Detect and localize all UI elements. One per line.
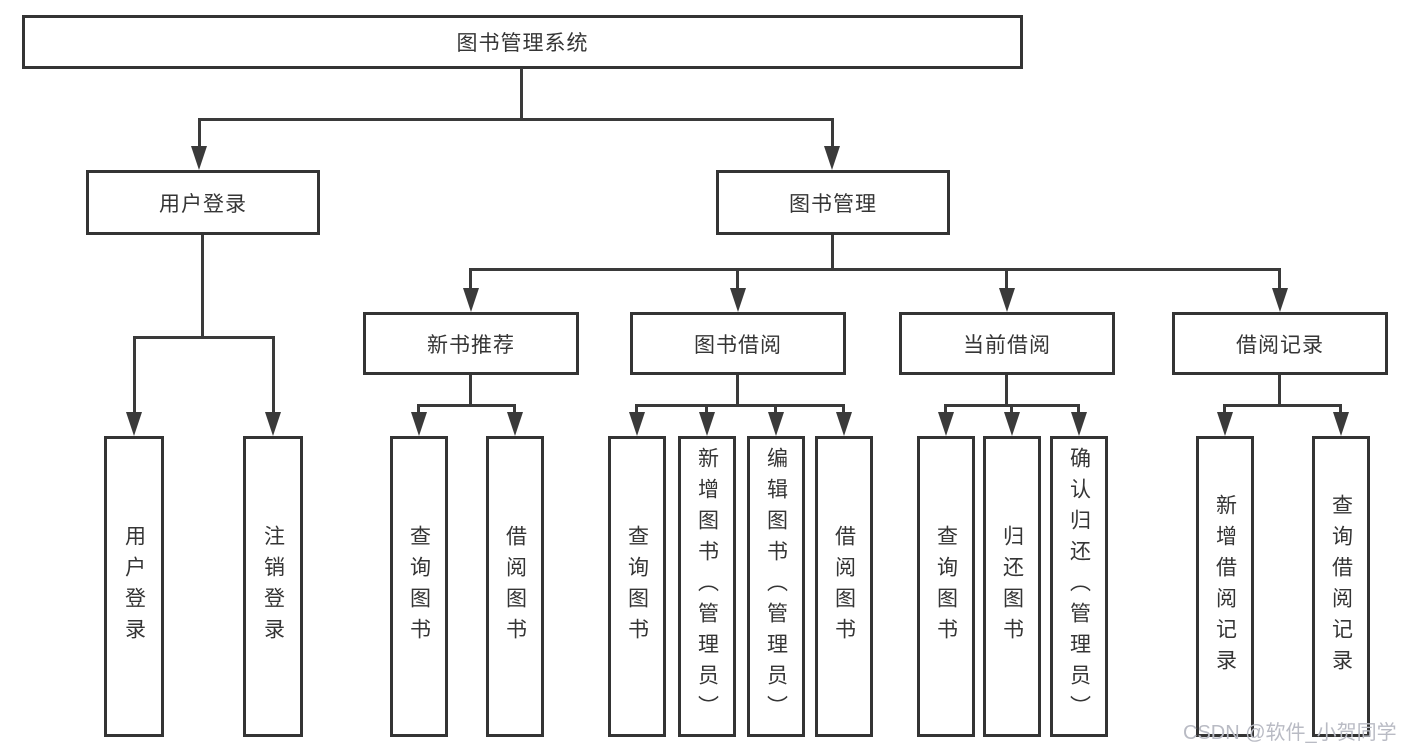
- connector-drop-query-books-2: [635, 404, 638, 416]
- leaf-user-login: 用户登录: [104, 436, 164, 737]
- leaf-query-books-1: 查询图书: [390, 436, 448, 737]
- leaf-edit-book-admin-label: 编辑图书（管理员）: [764, 447, 788, 726]
- node-user-login: 用户登录: [86, 170, 320, 235]
- node-new-book-recommend-label: 新书推荐: [427, 333, 515, 357]
- leaf-query-books-2-label: 查询图书: [625, 524, 649, 649]
- arrowhead-edit-book: [768, 412, 784, 436]
- leaf-query-books-2: 查询图书: [608, 436, 666, 737]
- connector-drop-confirm-return: [1077, 404, 1080, 416]
- connector-borrowing-records-trunk: [1278, 375, 1281, 406]
- node-root-label: 图书管理系统: [456, 32, 589, 55]
- connector-book-borrowing-trunk: [736, 375, 739, 406]
- connector-drop-leaf-user-login: [133, 336, 136, 414]
- connector-level2-rail: [198, 118, 834, 121]
- node-book-management-label: 图书管理: [789, 192, 877, 216]
- leaf-query-borrow-record-label: 查询借阅记录: [1329, 493, 1353, 680]
- arrowhead-query-books-1: [411, 412, 427, 436]
- leaf-add-borrow-record-label: 新增借阅记录: [1213, 493, 1237, 680]
- connector-user-login-trunk: [201, 235, 204, 336]
- arrowhead-borrow-books-1: [507, 412, 523, 436]
- connector-book-management-trunk: [831, 235, 834, 271]
- connector-stem-book-management: [831, 118, 834, 150]
- arrowhead-add-book: [699, 412, 715, 436]
- arrowhead-query-books-3: [938, 412, 954, 436]
- connector-root-trunk: [520, 68, 523, 118]
- arrowhead-query-books-2: [629, 412, 645, 436]
- arrowhead-book-borrowing: [730, 288, 746, 312]
- leaf-return-books-label: 归还图书: [1000, 524, 1024, 649]
- connector-drop-return-books: [1010, 404, 1013, 416]
- watermark-text: CSDN @软件_小贺同学: [1183, 722, 1397, 744]
- arrowhead-leaf-user-login: [126, 412, 142, 436]
- node-book-management: 图书管理: [716, 170, 950, 235]
- arrowhead-current-borrowing: [999, 288, 1015, 312]
- arrowhead-add-record: [1217, 412, 1233, 436]
- leaf-borrow-books-2-label: 借阅图书: [832, 524, 856, 649]
- leaf-query-books-1-label: 查询图书: [407, 524, 431, 649]
- connector-drop-edit-book: [774, 404, 777, 416]
- connector-drop-query-record: [1339, 404, 1342, 416]
- connector-drop-borrow-books-1: [513, 404, 516, 416]
- connector-stem-user-login: [198, 118, 201, 150]
- arrowhead-query-record: [1333, 412, 1349, 436]
- node-current-borrowing-label: 当前借阅: [963, 333, 1051, 357]
- leaf-query-books-3: 查询图书: [917, 436, 975, 737]
- node-current-borrowing: 当前借阅: [899, 312, 1115, 375]
- connector-new-book-rail: [417, 404, 516, 407]
- arrowhead-book-management: [824, 146, 840, 170]
- node-borrowing-records: 借阅记录: [1172, 312, 1388, 375]
- connector-drop-add-book: [705, 404, 708, 416]
- node-root: 图书管理系统: [22, 15, 1023, 69]
- leaf-borrow-books-1-label: 借阅图书: [503, 524, 527, 649]
- arrowhead-borrowing-records: [1272, 288, 1288, 312]
- node-borrowing-records-label: 借阅记录: [1236, 333, 1324, 357]
- arrowhead-confirm-return: [1071, 412, 1087, 436]
- leaf-user-login-label: 用户登录: [122, 524, 146, 649]
- arrowhead-borrow-books-2: [836, 412, 852, 436]
- connector-drop-borrow-books-2: [842, 404, 845, 416]
- connector-drop-query-books-1: [417, 404, 420, 416]
- connector-new-book-trunk: [469, 375, 472, 406]
- leaf-edit-book-admin: 编辑图书（管理员）: [747, 436, 805, 737]
- connector-book-borrowing-rail: [635, 404, 845, 407]
- node-book-borrowing-label: 图书借阅: [694, 333, 782, 357]
- leaf-borrow-books-1: 借阅图书: [486, 436, 544, 737]
- connector-drop-current-borrowing: [1005, 268, 1008, 292]
- leaf-query-books-3-label: 查询图书: [934, 524, 958, 649]
- leaf-add-book-admin-label: 新增图书（管理员）: [695, 447, 719, 726]
- leaf-return-books: 归还图书: [983, 436, 1041, 737]
- leaf-add-borrow-record: 新增借阅记录: [1196, 436, 1254, 737]
- connector-level3-rail: [469, 268, 1281, 271]
- node-user-login-label: 用户登录: [159, 192, 247, 216]
- arrowhead-user-login: [191, 146, 207, 170]
- leaf-confirm-return-admin: 确认归还（管理员）: [1050, 436, 1108, 737]
- node-book-borrowing: 图书借阅: [630, 312, 846, 375]
- arrowhead-new-book: [463, 288, 479, 312]
- connector-drop-leaf-logout: [272, 336, 275, 414]
- leaf-logout-login: 注销登录: [243, 436, 303, 737]
- leaf-add-book-admin: 新增图书（管理员）: [678, 436, 736, 737]
- arrowhead-leaf-logout: [265, 412, 281, 436]
- leaf-confirm-return-admin-label: 确认归还（管理员）: [1067, 447, 1091, 726]
- leaf-query-borrow-record: 查询借阅记录: [1312, 436, 1370, 737]
- connector-drop-borrowing-records: [1278, 268, 1281, 292]
- connector-user-login-rail: [133, 336, 275, 339]
- connector-drop-add-record: [1223, 404, 1226, 416]
- connector-borrowing-records-rail: [1223, 404, 1342, 407]
- node-new-book-recommend: 新书推荐: [363, 312, 579, 375]
- leaf-logout-login-label: 注销登录: [261, 524, 285, 649]
- arrowhead-return-books: [1004, 412, 1020, 436]
- connector-drop-query-books-3: [944, 404, 947, 416]
- connector-drop-new-book: [469, 268, 472, 292]
- leaf-borrow-books-2: 借阅图书: [815, 436, 873, 737]
- connector-drop-book-borrowing: [736, 268, 739, 292]
- connector-current-borrowing-trunk: [1005, 375, 1008, 406]
